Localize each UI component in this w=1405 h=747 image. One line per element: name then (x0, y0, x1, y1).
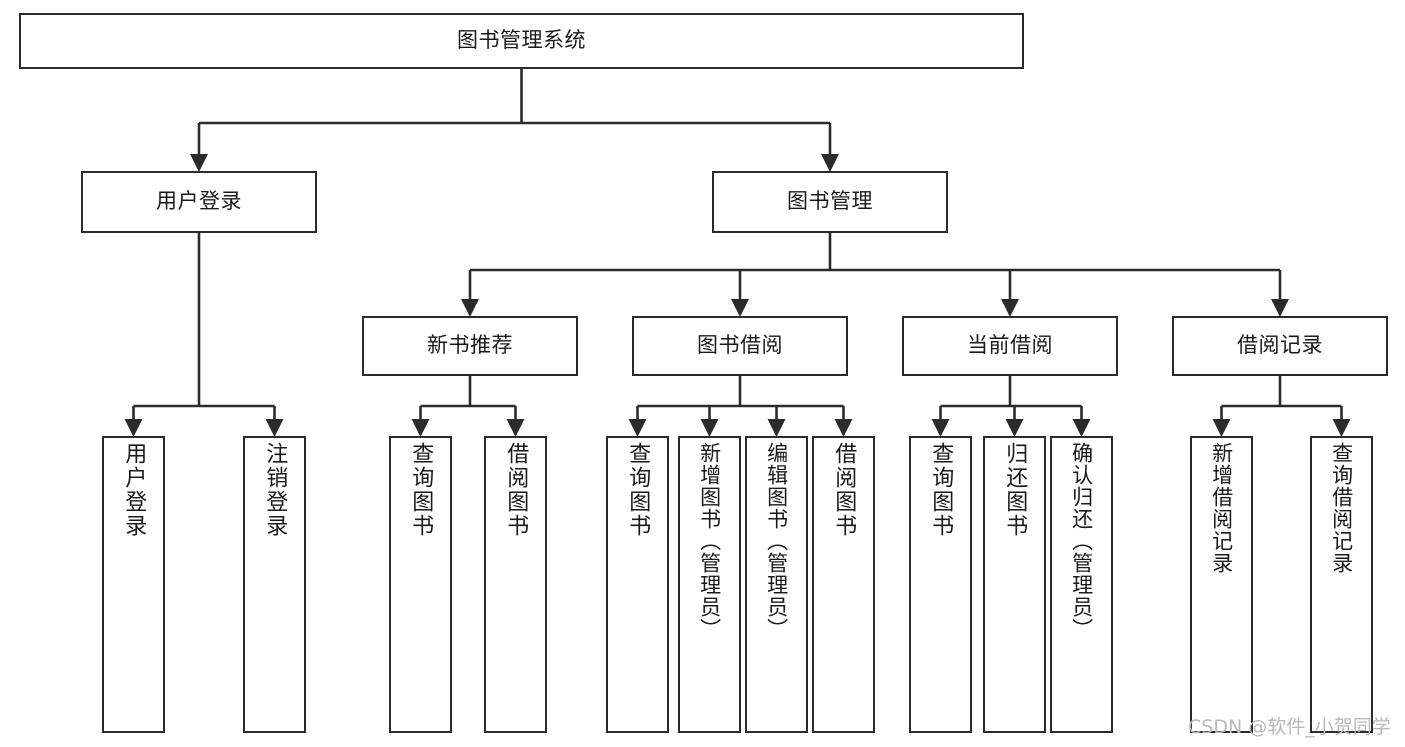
node-label: 图书管理 (787, 189, 873, 214)
node-leaf_user_login[interactable]: 用户登录 (102, 436, 165, 733)
node-label: 编辑图书（管理员） (764, 442, 789, 640)
node-label: 图书管理系统 (457, 28, 586, 53)
node-root[interactable]: 图书管理系统 (19, 13, 1024, 69)
node-leaf_borrow_book_b[interactable]: 借阅图书 (812, 436, 875, 733)
node-label: 图书借阅 (697, 333, 783, 358)
node-new_book_rec[interactable]: 新书推荐 (362, 316, 578, 376)
node-leaf_query_book_c[interactable]: 查询图书 (909, 436, 972, 733)
node-book_borrow[interactable]: 图书借阅 (632, 316, 848, 376)
node-label: 借阅记录 (1237, 333, 1323, 358)
node-current_borrow[interactable]: 当前借阅 (902, 316, 1118, 376)
node-label: 确认归还（管理员） (1069, 442, 1094, 640)
node-leaf_return_book[interactable]: 归还图书 (983, 436, 1046, 733)
node-label: 查询图书 (625, 442, 651, 538)
csdn-watermark: CSDN @软件_小贺同学 (1188, 716, 1391, 738)
node-label: 查询借阅记录 (1329, 442, 1354, 574)
node-label: 注销登录 (262, 442, 288, 538)
node-leaf_edit_book[interactable]: 编辑图书（管理员） (745, 436, 808, 733)
node-label: 用户登录 (121, 442, 147, 538)
node-label: 新增借阅记录 (1209, 442, 1234, 574)
node-book_manage[interactable]: 图书管理 (712, 171, 948, 233)
node-label: 新书推荐 (427, 333, 513, 358)
node-label: 新增图书（管理员） (697, 442, 722, 640)
node-label: 借阅图书 (503, 442, 529, 538)
node-leaf_add_record[interactable]: 新增借阅记录 (1190, 436, 1253, 733)
node-label: 用户登录 (156, 189, 242, 214)
node-label: 归还图书 (1002, 442, 1028, 538)
node-leaf_query_book_b[interactable]: 查询图书 (606, 436, 669, 733)
node-leaf_query_book_rec[interactable]: 查询图书 (389, 436, 452, 733)
node-label: 查询图书 (928, 442, 954, 538)
node-leaf_query_record[interactable]: 查询借阅记录 (1310, 436, 1373, 733)
node-leaf_borrow_book_rec[interactable]: 借阅图书 (484, 436, 547, 733)
node-label: 借阅图书 (831, 442, 857, 538)
node-borrow_record[interactable]: 借阅记录 (1172, 316, 1388, 376)
node-label: 查询图书 (408, 442, 434, 538)
node-leaf_add_book[interactable]: 新增图书（管理员） (678, 436, 741, 733)
node-leaf_confirm_return[interactable]: 确认归还（管理员） (1050, 436, 1113, 733)
node-user_login[interactable]: 用户登录 (81, 171, 317, 233)
node-label: 当前借阅 (967, 333, 1053, 358)
node-leaf_logout[interactable]: 注销登录 (243, 436, 306, 733)
